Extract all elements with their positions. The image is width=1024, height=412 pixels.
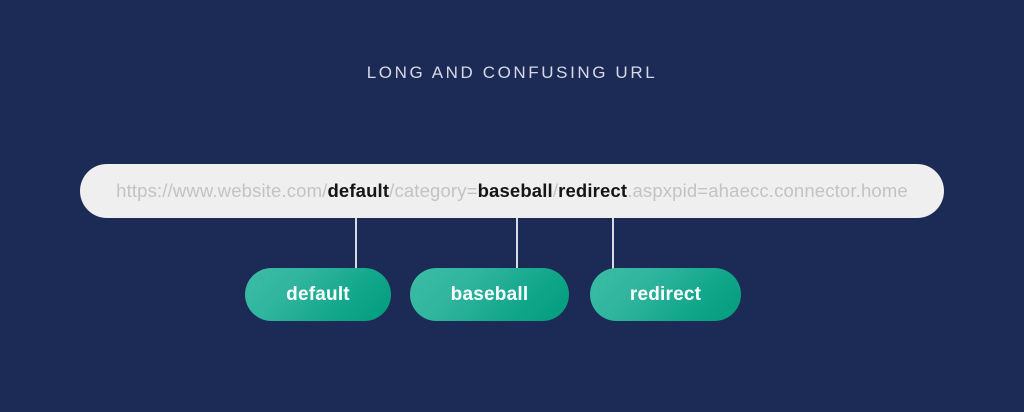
- url-segment-redirect: redirect: [558, 179, 628, 201]
- pill-label: redirect: [629, 283, 702, 305]
- pill-default[interactable]: default: [245, 268, 391, 321]
- connector-line-redirect: [612, 218, 614, 271]
- page-title: LONG AND CONFUSING URL: [366, 63, 658, 82]
- url-segment-slash: /: [552, 179, 559, 201]
- url-segment-baseball: baseball: [477, 179, 553, 201]
- pill-label: default: [286, 283, 350, 305]
- url-segment-query-tail: .aspxpid=ahaecc.connector.home: [627, 179, 908, 201]
- pill-redirect[interactable]: redirect: [590, 268, 741, 321]
- url-text: https://www.website.com/default/category…: [116, 179, 908, 201]
- url-segment-protocol-host: https://www.website.com/: [116, 179, 328, 201]
- pill-baseball[interactable]: baseball: [410, 268, 569, 321]
- connector-line-default: [355, 218, 357, 271]
- url-segment-default: default: [327, 179, 390, 201]
- url-bar[interactable]: https://www.website.com/default/category…: [80, 164, 944, 218]
- url-segment-category-key: /category=: [389, 179, 478, 201]
- pill-label: baseball: [450, 283, 529, 305]
- connector-line-baseball: [516, 218, 518, 271]
